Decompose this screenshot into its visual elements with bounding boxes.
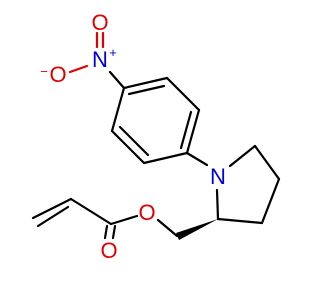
bond-ring-4 [142, 151, 189, 165]
bond-ring-to-n [185, 151, 209, 167]
wedge-bond-c2-ch2 [176, 219, 218, 240]
molecule-structure: N + O O − N O O [31, 10, 281, 263]
bond-pyr-c3-c2 [216, 217, 264, 225]
bond-ring-3-inner [179, 110, 193, 150]
bond-ch2-ester-o [156, 218, 179, 238]
bond-ring-5 [110, 129, 146, 165]
bond-pyr-n-c5 [228, 144, 257, 168]
ester-o-label: O [138, 200, 155, 225]
bond-ester-o-carbonyl-c [109, 214, 139, 226]
nitro-o-left-charge: − [40, 64, 48, 79]
bond-ring-5-inner [118, 125, 150, 157]
nitro-o-left-label: O [49, 62, 66, 87]
bond-carbonyl [103, 224, 109, 240]
bond-vinyl-double-inner [36, 205, 70, 228]
bond-pyr-c4-c3 [260, 177, 281, 225]
bond-nitro-n-ring [108, 70, 126, 90]
bond-nitro-n-o-left [68, 64, 89, 74]
bond-ring-1 [122, 76, 169, 90]
pyrrolidine-n-label: N [210, 164, 226, 189]
bond-ring-2 [165, 76, 201, 112]
bond-vinyl-double [31, 197, 73, 220]
bond-ring-6 [110, 86, 126, 133]
nitro-n-charge: + [109, 45, 117, 60]
nitro-n-label: N [92, 47, 108, 72]
nitro-o-top-label: O [91, 10, 108, 35]
bond-carbonyl-vinyl [69, 197, 113, 226]
bond-ring-3 [185, 108, 201, 155]
bond-pyr-c5-c4 [253, 144, 281, 181]
carbonyl-o-label: O [100, 238, 117, 263]
bond-carbonyl-double [111, 224, 117, 240]
bond-pyr-c2-n [215, 188, 220, 221]
bond-ring-1-inner [127, 84, 166, 96]
